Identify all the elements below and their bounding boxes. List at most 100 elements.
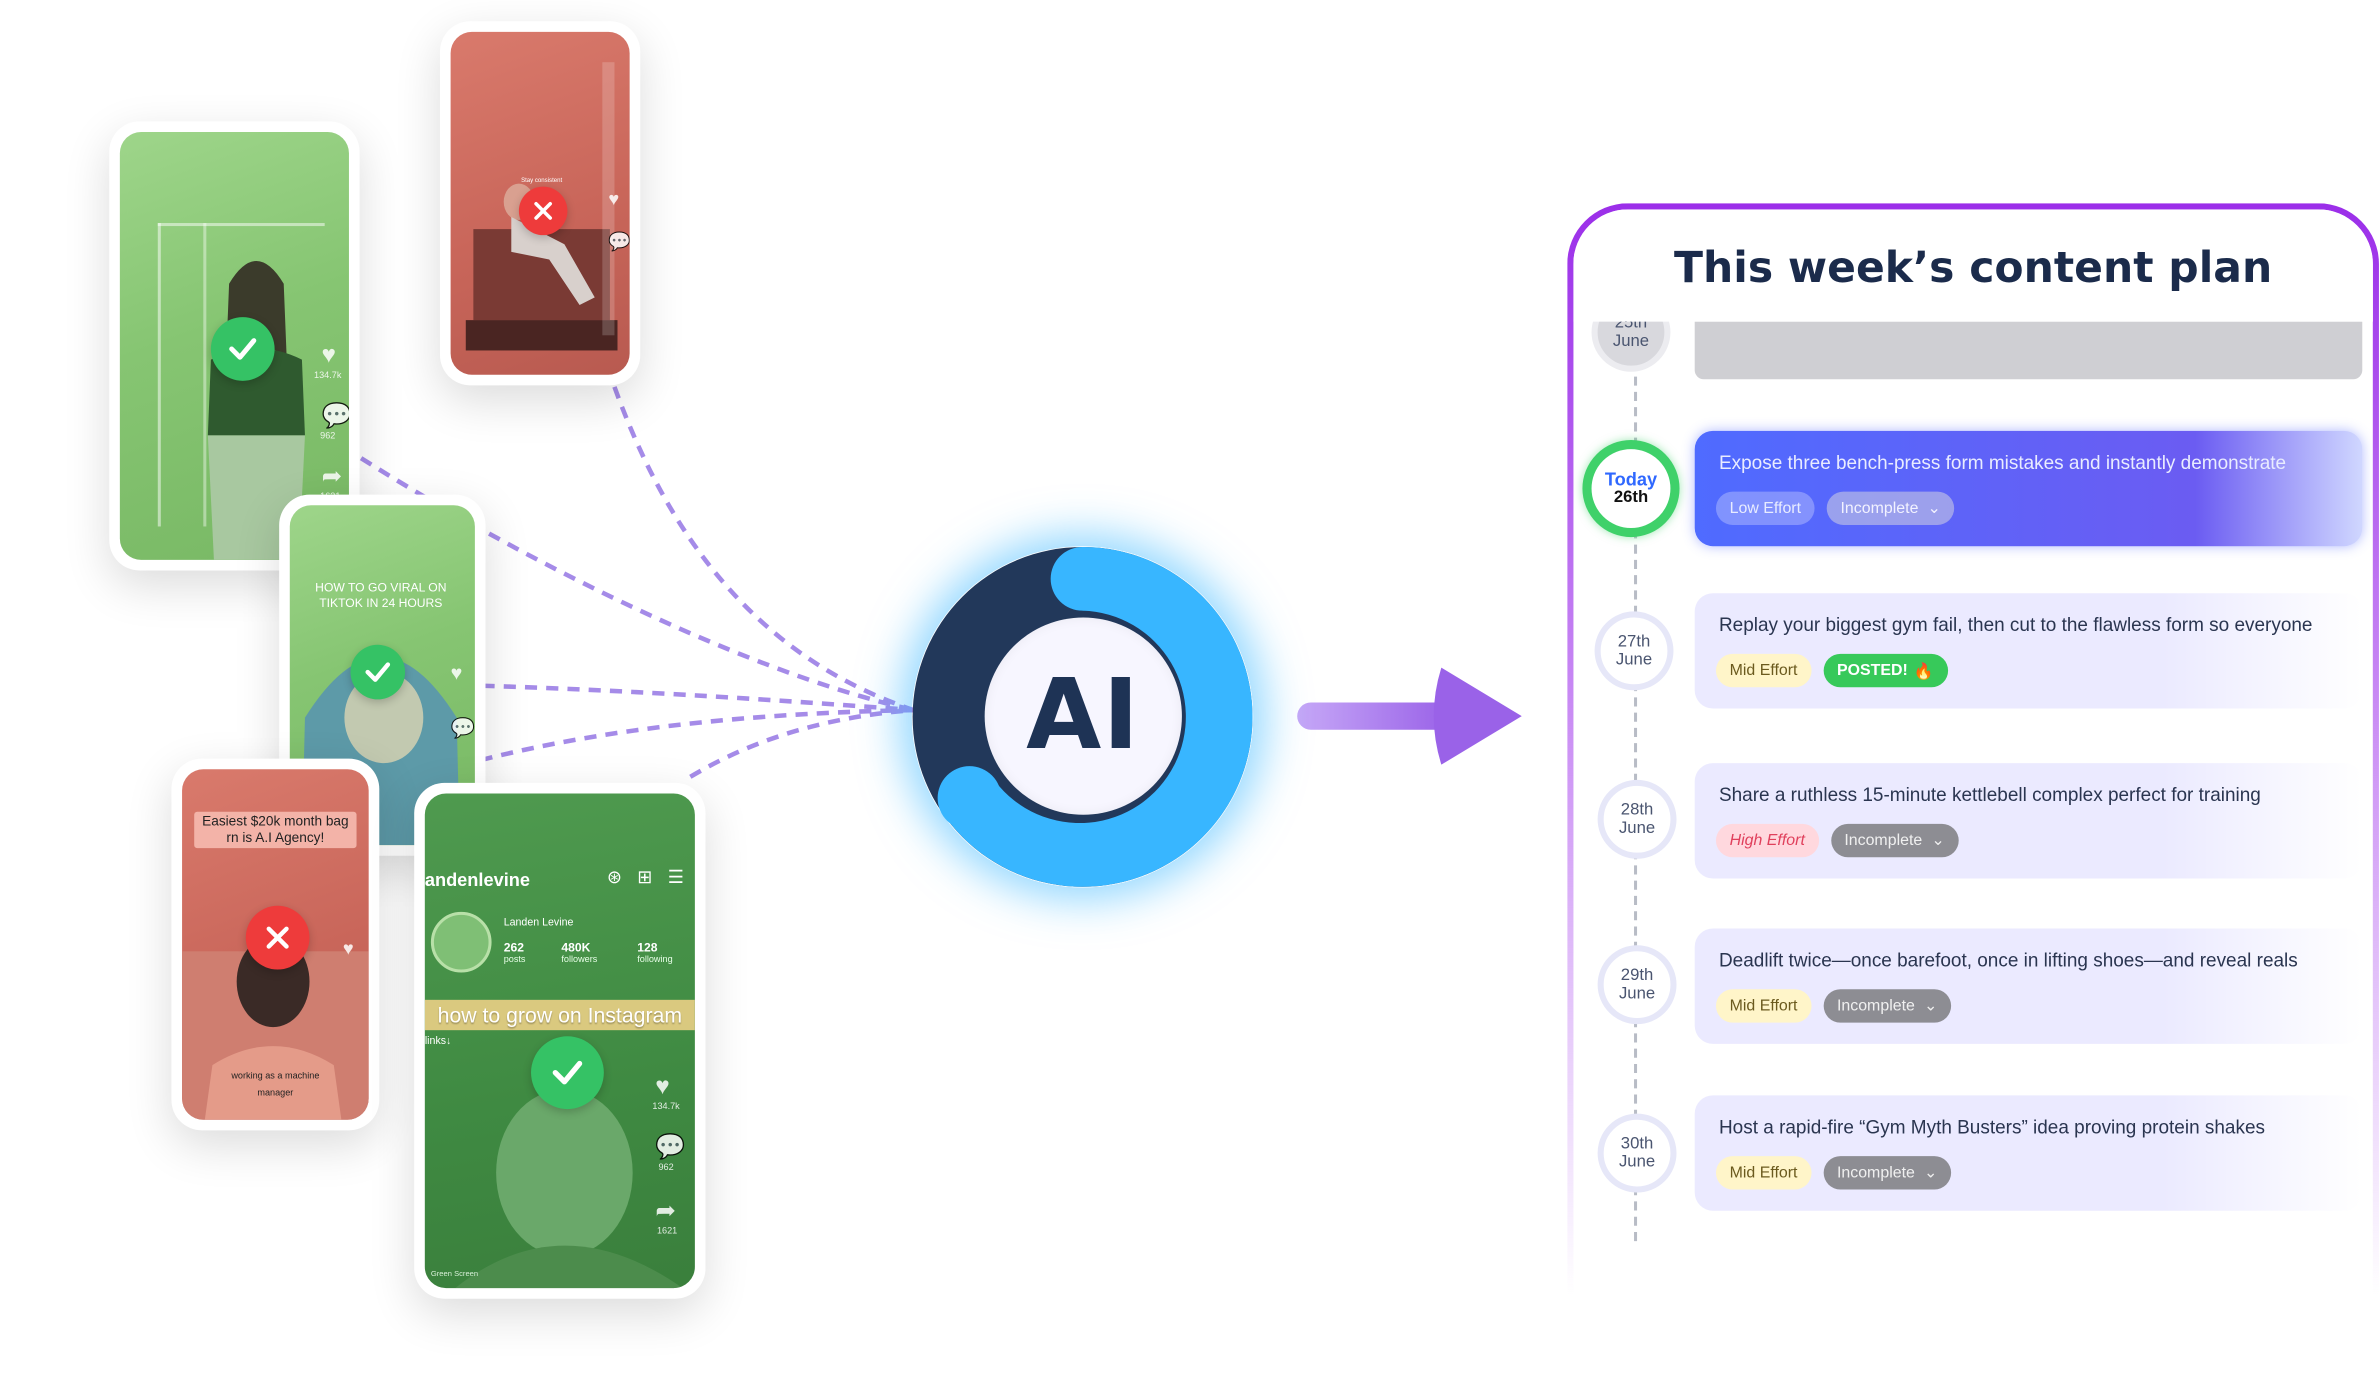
comment-count: 962 — [320, 432, 336, 442]
date-circle: 30th June — [1597, 1113, 1677, 1193]
person-face — [455, 1089, 683, 1289]
following-label: following — [637, 955, 673, 965]
video-thumbnail: andenlevine ⊛⊞☰ Landen Levine 262 posts … — [424, 793, 695, 1289]
status-label: Incomplete — [1844, 831, 1923, 850]
comment-icon[interactable]: 💬 — [608, 230, 630, 252]
status-label: Incomplete — [1836, 1163, 1915, 1182]
comment-count: 962 — [658, 1163, 674, 1173]
share-count: 1621 — [656, 1227, 678, 1237]
video-thumbnail: Easiest $20k month bag rn is A.I Agency!… — [182, 769, 369, 1120]
effort-chip: Mid Effort — [1715, 653, 1812, 688]
gym-scene — [465, 62, 618, 351]
video-card-2[interactable]: Stay consistent ♥ 💬 — [439, 21, 641, 386]
date-day: 28th — [1620, 801, 1654, 820]
date-circle: 27th June — [1594, 611, 1674, 691]
ai-label: AI — [1026, 659, 1141, 773]
task-card[interactable]: Share a ruthless 15-minute kettlebell co… — [1694, 763, 2363, 879]
task-card[interactable]: Host a rapid-fire “Gym Myth Busters” ide… — [1694, 1095, 2363, 1211]
status-dropdown[interactable]: Incomplete ⌄ — [1830, 823, 1959, 858]
task-text: Expose three bench-press form mistakes a… — [1718, 452, 2287, 474]
fire-icon: 🔥 — [1913, 662, 1934, 681]
status-dropdown[interactable]: Incomplete ⌄ — [1823, 989, 1952, 1023]
task-text: Deadlift twice—once barefoot, once in li… — [1718, 949, 2298, 972]
title-backdrop — [1573, 209, 2373, 322]
status-dropdown[interactable]: Incomplete ⌄ — [1826, 491, 1955, 525]
comment-icon[interactable]: 💬 — [655, 1134, 686, 1161]
video-caption: HOW TO GO VIRAL ON TIKTOK IN 24 HOURS — [315, 581, 447, 610]
avatar[interactable] — [430, 911, 492, 973]
like-heart-icon[interactable]: ♥ — [342, 937, 354, 959]
effort-chip: Mid Effort — [1715, 989, 1812, 1023]
status-label: Incomplete — [1836, 996, 1915, 1016]
links-label: links↓ — [424, 1036, 452, 1047]
video-caption: how to grow on Instagram — [424, 999, 695, 1031]
date-month: June — [1612, 332, 1650, 351]
video-caption: Stay consistent — [521, 175, 563, 184]
effort-chip: Low Effort — [1715, 491, 1815, 525]
followers-count: 480K — [561, 940, 591, 955]
followers-label: followers — [561, 955, 598, 965]
panel-title-front: This week’s content plan — [1674, 242, 2273, 293]
task-card-today[interactable]: Expose three bench-press form mistakes a… — [1694, 430, 2363, 547]
video-subcaption: working as a machine manager — [231, 1072, 320, 1099]
following-count: 128 — [637, 940, 658, 955]
like-heart-icon[interactable]: ♥ — [608, 188, 620, 210]
task-text: Replay your biggest gym fail, then cut t… — [1718, 614, 2313, 636]
task-card-past[interactable] — [1694, 321, 2363, 380]
task-card[interactable]: Replay your biggest gym fail, then cut t… — [1694, 593, 2363, 709]
chevron-down-icon: ⌄ — [1923, 1163, 1938, 1182]
date-circle: 28th June — [1597, 779, 1677, 859]
share-icon[interactable]: ➦ — [655, 1198, 676, 1225]
task-card[interactable]: Deadlift twice—once barefoot, once in li… — [1694, 928, 2363, 1044]
video-source-label: Green Screen — [430, 1269, 479, 1279]
date-day: 29th — [1620, 966, 1654, 985]
effort-chip: High Effort — [1715, 823, 1819, 858]
status-dropdown[interactable]: Incomplete ⌄ — [1823, 1156, 1952, 1190]
status-label: Incomplete — [1840, 499, 1919, 518]
video-card-4[interactable]: Easiest $20k month bag rn is A.I Agency!… — [171, 758, 380, 1131]
posts-count: 262 — [503, 940, 524, 955]
task-text: Host a rapid-fire “Gym Myth Busters” ide… — [1718, 1116, 2265, 1138]
content-plan-panel: This week’s content plan 25th June This … — [1567, 203, 2379, 1296]
share-icon[interactable]: ➦ — [321, 464, 342, 491]
posted-badge[interactable]: POSTED! 🔥 — [1823, 653, 1948, 688]
date-month: June — [1618, 984, 1656, 1003]
profile-username[interactable]: andenlevine — [424, 869, 531, 891]
date-month: June — [1618, 1153, 1656, 1172]
like-count: 134.7k — [652, 1103, 680, 1113]
effort-chip: Mid Effort — [1715, 1156, 1812, 1190]
profile-menu-icons: ⊛⊞☰ — [606, 866, 695, 888]
status-label: POSTED! — [1836, 661, 1908, 680]
date-circle: 29th June — [1597, 945, 1677, 1025]
profile-name: Landen Levine — [503, 917, 574, 929]
approved-check-icon — [210, 317, 275, 381]
video-thumbnail: Stay consistent ♥ 💬 — [450, 31, 630, 375]
approved-check-icon — [531, 1036, 604, 1110]
like-heart-icon[interactable]: ♥ — [321, 342, 337, 369]
date-month: June — [1618, 819, 1656, 838]
rejected-x-icon — [518, 186, 568, 236]
video-thumbnail: ♥ 134.7k 💬 962 ➦ 1621 — [119, 131, 349, 560]
comment-icon[interactable]: 💬 — [321, 403, 349, 430]
video-caption: Easiest $20k month bag rn is A.I Agency! — [194, 811, 357, 849]
date-day: 30th — [1620, 1134, 1654, 1154]
comment-icon[interactable]: 💬 — [450, 716, 475, 739]
rejected-x-icon — [245, 905, 310, 970]
date-month: June — [1615, 650, 1653, 670]
posts-label: posts — [503, 955, 526, 965]
approved-check-icon — [350, 644, 406, 700]
date-day: Today — [1604, 468, 1658, 491]
person-silhouette — [182, 936, 369, 1120]
ai-badge: AI — [984, 617, 1182, 815]
task-text: Share a ruthless 15-minute kettlebell co… — [1718, 784, 2261, 806]
date-month: 26th — [1613, 488, 1649, 507]
chevron-down-icon: ⌄ — [1931, 831, 1945, 850]
like-heart-icon[interactable]: ♥ — [450, 661, 463, 685]
date-day: 27th — [1617, 632, 1651, 651]
video-card-5[interactable]: andenlevine ⊛⊞☰ Landen Levine 262 posts … — [414, 782, 706, 1299]
like-heart-icon[interactable]: ♥ — [655, 1074, 670, 1100]
chevron-down-icon: ⌄ — [1923, 996, 1938, 1016]
video-card-1[interactable]: ♥ 134.7k 💬 962 ➦ 1621 — [109, 121, 360, 571]
date-circle-today: Today 26th — [1582, 439, 1680, 538]
chevron-down-icon: ⌄ — [1927, 499, 1941, 518]
